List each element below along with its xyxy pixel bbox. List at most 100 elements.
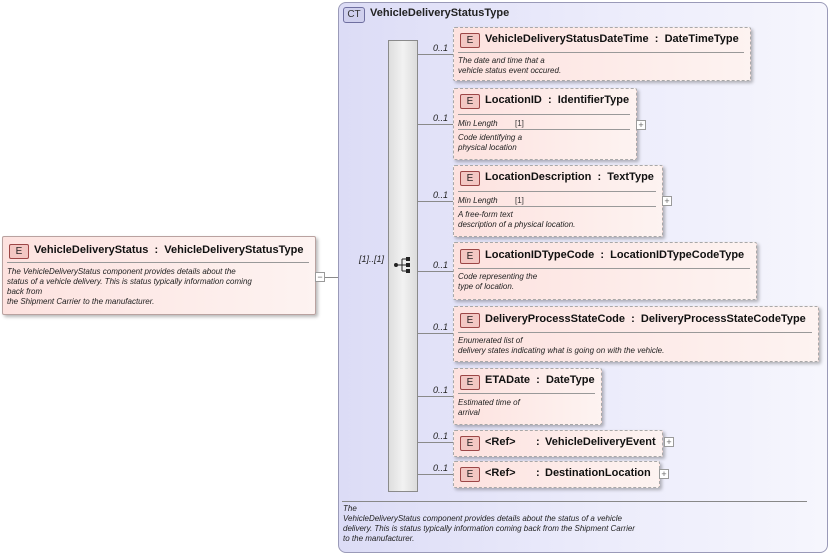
child-element-box[interactable]: E LocationDescription : TextType Min Len…: [453, 165, 663, 237]
facet-value: [1]: [515, 196, 524, 205]
child-occurrence: 0..1: [433, 322, 449, 332]
child-connector: [417, 442, 453, 443]
child-element-name: VehicleDeliveryStatusDateTime: [485, 33, 649, 45]
collapse-icon[interactable]: −: [315, 272, 325, 282]
child-element-name: ETADate: [485, 374, 531, 386]
divider: [7, 262, 309, 263]
child-element-type: DeliveryProcessStateCodeType: [640, 313, 806, 325]
facet-label: Min Length: [458, 119, 498, 128]
child-element-title: LocationDescription : TextType: [485, 171, 654, 183]
child-element-title: LocationIDTypeCode : LocationIDTypeCodeT…: [485, 249, 744, 261]
element-badge: E: [460, 313, 480, 328]
child-element-documentation: Estimated time of arrival: [458, 398, 520, 417]
element-badge: E: [460, 94, 480, 109]
child-element-title: ETADate : DateType: [485, 374, 595, 386]
type-separator: :: [594, 171, 605, 183]
child-element-name: <Ref>: [485, 467, 516, 479]
element-badge: E: [460, 249, 480, 264]
child-element-box[interactable]: E DeliveryProcessStateCode : DeliveryPro…: [453, 306, 819, 362]
element-badge: E: [460, 375, 480, 390]
child-connector: [417, 54, 453, 55]
facet-value: [1]: [515, 119, 524, 128]
root-type-separator: :: [151, 244, 162, 256]
element-badge: E: [460, 436, 480, 451]
divider: [458, 332, 812, 333]
type-separator: :: [597, 249, 608, 261]
element-badge: E: [9, 244, 29, 259]
child-element-title: VehicleDeliveryStatusDateTime : DateTime…: [485, 33, 739, 45]
complex-type-title: VehicleDeliveryStatusType: [370, 7, 510, 19]
child-occurrence: 0..1: [433, 113, 449, 123]
expand-icon[interactable]: +: [664, 437, 674, 447]
child-element-box[interactable]: E VehicleDeliveryStatusDateTime : DateTi…: [453, 27, 751, 81]
expand-icon[interactable]: +: [662, 196, 672, 206]
child-occurrence: 0..1: [433, 463, 449, 473]
root-element-box[interactable]: E VehicleDeliveryStatus : VehicleDeliver…: [2, 236, 316, 315]
type-separator: :: [536, 436, 540, 448]
child-occurrence: 0..1: [433, 260, 449, 270]
sequence-compositor-bar[interactable]: [388, 40, 418, 492]
child-occurrence: 0..1: [433, 385, 449, 395]
child-element-type: VehicleDeliveryEvent: [545, 436, 656, 448]
child-element-box[interactable]: E <Ref> : VehicleDeliveryEvent: [453, 430, 663, 457]
expand-icon[interactable]: +: [659, 469, 669, 479]
child-element-name: LocationDescription: [485, 171, 592, 183]
child-element-name: LocationIDTypeCode: [485, 249, 595, 261]
child-element-documentation: A free-form text description of a physic…: [458, 210, 576, 229]
complex-type-documentation: The VehicleDeliveryStatus component prov…: [343, 504, 635, 543]
divider: [458, 129, 630, 130]
type-separator: :: [536, 467, 540, 479]
child-element-documentation: The date and time that a vehicle status …: [458, 56, 562, 75]
root-element-documentation: The VehicleDeliveryStatus component prov…: [7, 267, 252, 306]
type-separator: :: [651, 33, 662, 45]
child-element-documentation: Code identifying a physical location: [458, 133, 523, 152]
child-connector: [417, 474, 453, 475]
element-badge: E: [460, 467, 480, 482]
child-element-title: DeliveryProcessStateCode : DeliveryProce…: [485, 313, 806, 325]
child-element-box[interactable]: E <Ref> : DestinationLocation: [453, 461, 660, 488]
type-separator: :: [628, 313, 638, 325]
child-element-type: DestinationLocation: [545, 467, 651, 479]
child-element-box[interactable]: E ETADate : DateType Estimated time of a…: [453, 368, 602, 425]
sequence-occurrence: [1]..[1]: [359, 254, 385, 264]
divider: [342, 501, 807, 502]
child-element-documentation: Enumerated list of delivery states indic…: [458, 336, 665, 355]
type-separator: :: [533, 374, 543, 386]
child-connector: [417, 271, 453, 272]
complex-type-badge: CT: [343, 7, 365, 23]
root-element-type: VehicleDeliveryStatusType: [164, 244, 304, 256]
child-element-name: LocationID: [485, 94, 542, 106]
type-separator: :: [544, 94, 555, 106]
child-element-type: TextType: [607, 171, 654, 183]
child-element-type: DateTimeType: [664, 33, 739, 45]
child-occurrence: 0..1: [433, 190, 449, 200]
child-element-name: DeliveryProcessStateCode: [485, 313, 626, 325]
element-badge: E: [460, 33, 480, 48]
child-connector: [417, 333, 453, 334]
child-element-box[interactable]: E LocationID : IdentifierType Min Length…: [453, 88, 637, 160]
divider: [458, 52, 744, 53]
child-occurrence: 0..1: [433, 43, 449, 53]
child-element-type: DateType: [545, 374, 595, 386]
child-element-name: <Ref>: [485, 436, 516, 448]
child-connector: [417, 124, 453, 125]
divider: [458, 206, 656, 207]
divider: [458, 114, 630, 115]
element-badge: E: [460, 171, 480, 186]
child-connector: [417, 201, 453, 202]
root-element-name: VehicleDeliveryStatus: [34, 244, 149, 256]
expand-icon[interactable]: +: [636, 120, 646, 130]
child-element-title: LocationID : IdentifierType: [485, 94, 629, 106]
divider: [458, 393, 595, 394]
child-element-box[interactable]: E LocationIDTypeCode : LocationIDTypeCod…: [453, 242, 757, 300]
divider: [458, 268, 750, 269]
sequence-icon: [394, 257, 410, 273]
facet-label: Min Length: [458, 196, 498, 205]
child-connector: [417, 396, 453, 397]
child-occurrence: 0..1: [433, 431, 449, 441]
child-element-documentation: Code representing the type of location.: [458, 272, 538, 291]
root-element-title: VehicleDeliveryStatus : VehicleDeliveryS…: [34, 244, 303, 256]
child-element-type: LocationIDTypeCodeType: [610, 249, 745, 261]
divider: [458, 191, 656, 192]
child-element-type: IdentifierType: [557, 94, 630, 106]
